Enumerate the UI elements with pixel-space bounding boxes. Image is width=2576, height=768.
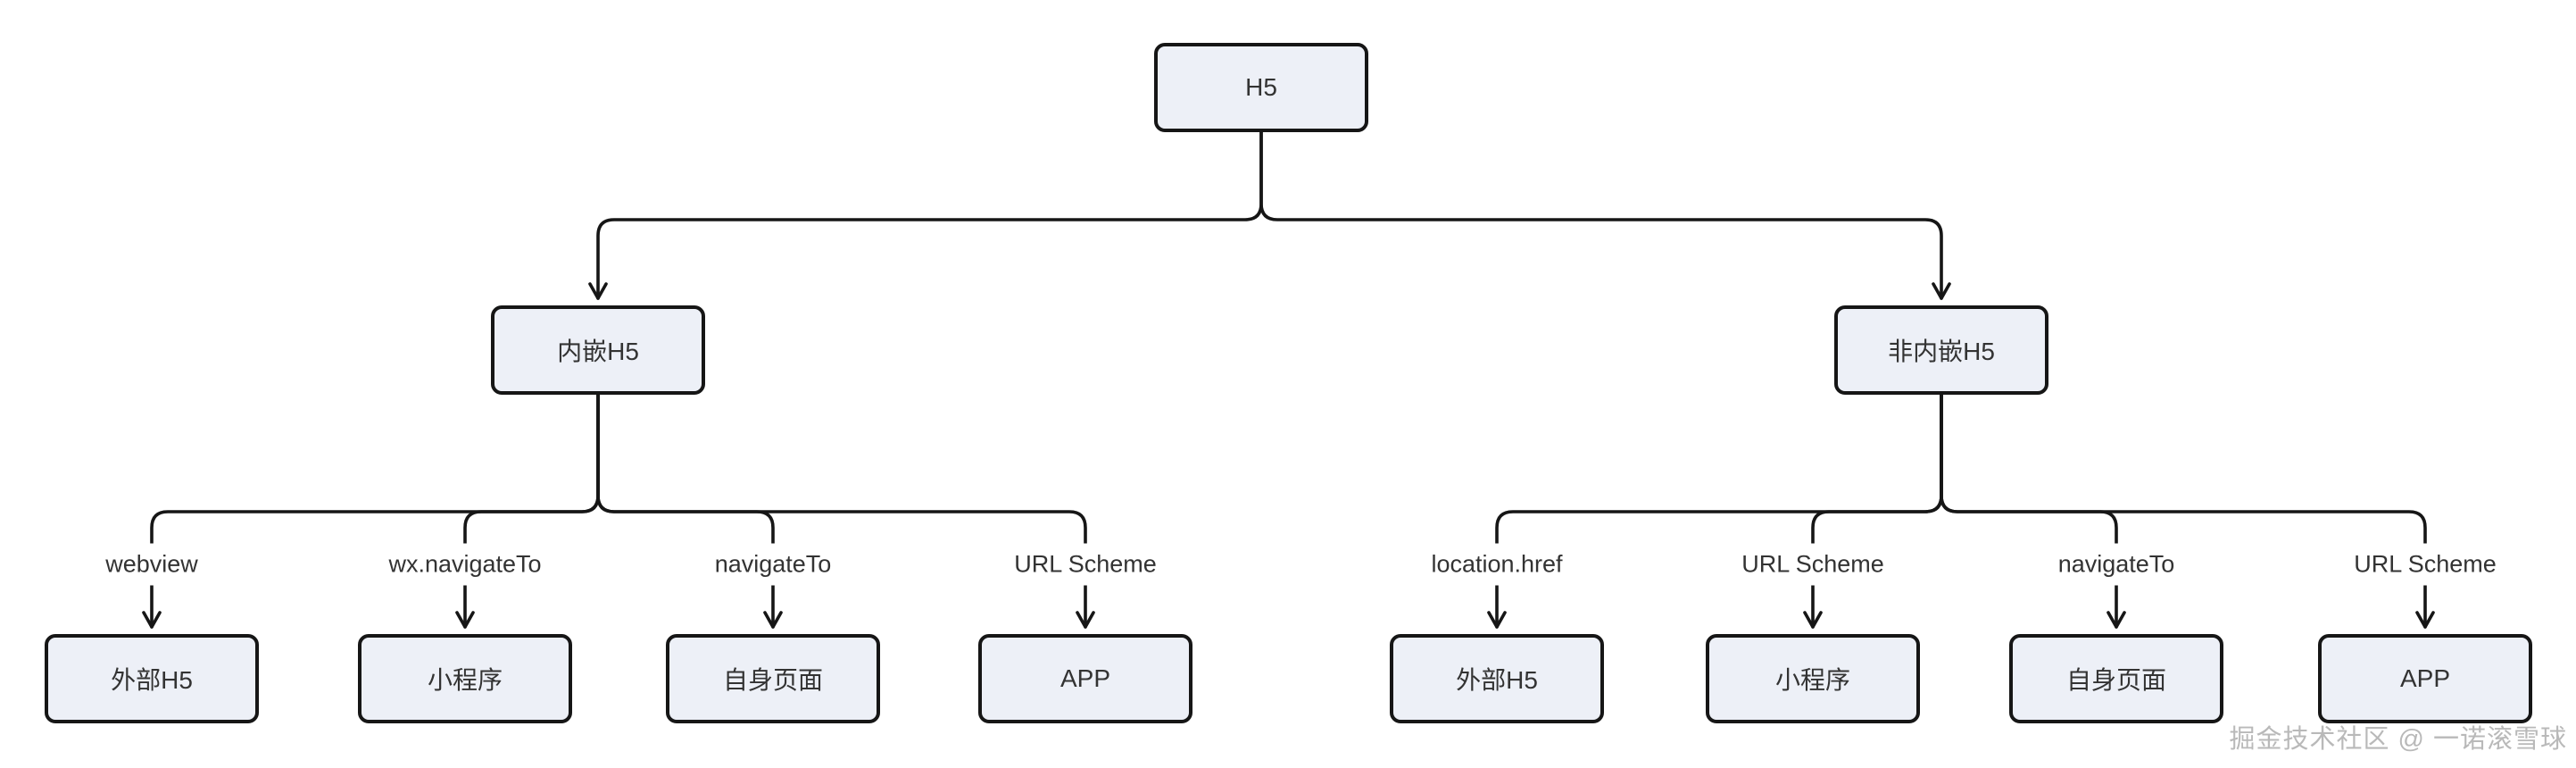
edge-label-url-scheme-right: URL Scheme (2343, 543, 2507, 586)
edge-label-navigateto-right: navigateTo (2047, 543, 2186, 586)
node-app-left: APP (978, 634, 1192, 723)
edge-non-embedded-to-miniprogram (1803, 393, 1943, 629)
edge-label-navigateto-left: navigateTo (703, 543, 843, 586)
node-miniprogram-right: 小程序 (1706, 634, 1920, 723)
edge-root-to-non-embedded (1259, 130, 1951, 300)
node-app-right: APP (2318, 634, 2532, 723)
node-own-page-left: 自身页面 (666, 634, 880, 723)
edge-embedded-to-app (596, 393, 1095, 629)
edge-embedded-to-miniprogram (455, 393, 600, 629)
node-non-embedded-h5: 非内嵌H5 (1834, 305, 2048, 395)
edge-label-wx-navigateto: wx.navigateTo (378, 543, 553, 586)
node-external-h5-right: 外部H5 (1390, 634, 1604, 723)
edge-label-url-scheme-mid: URL Scheme (1731, 543, 1895, 586)
edge-label-url-scheme-left: URL Scheme (1003, 543, 1168, 586)
watermark-text: 掘金技术社区 @ 一诺滚雪球 (2229, 725, 2567, 754)
node-h5: H5 (1154, 43, 1368, 132)
node-own-page-right: 自身页面 (2009, 634, 2223, 723)
edge-root-to-embedded (588, 130, 1263, 300)
node-embedded-h5: 内嵌H5 (491, 305, 705, 395)
edge-label-webview: webview (95, 543, 209, 586)
edge-non-embedded-to-app (1940, 393, 2435, 629)
node-miniprogram-left: 小程序 (358, 634, 572, 723)
edge-label-location-href: location.href (1420, 543, 1574, 586)
node-external-h5-left: 外部H5 (45, 634, 259, 723)
